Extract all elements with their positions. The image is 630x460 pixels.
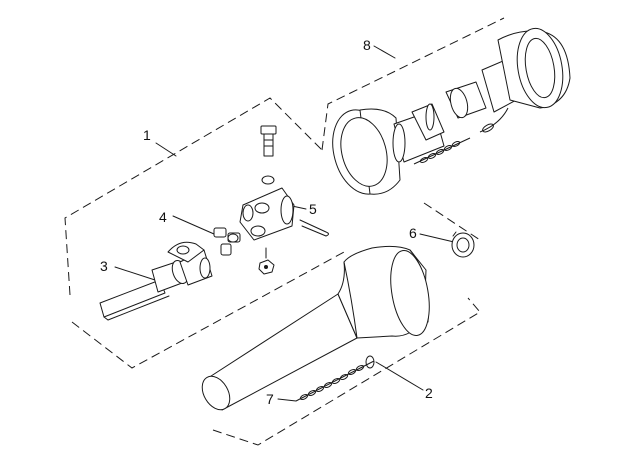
part-2-guard (201, 245, 430, 411)
group-1-boundary (64, 97, 345, 369)
chain-links (299, 364, 365, 401)
leader-lines (114, 45, 455, 402)
callout-5: 5 (309, 201, 317, 217)
callout-8: 8 (363, 37, 371, 53)
callout-labels: 1 2 3 4 5 6 7 8 (100, 37, 433, 407)
callout-7: 7 (266, 391, 274, 407)
group-2-boundary (212, 202, 481, 446)
callout-1: 1 (143, 127, 151, 143)
callout-6: 6 (409, 225, 417, 241)
part-8-inner-guard (332, 27, 571, 195)
part-3-shaft-yoke (99, 241, 213, 321)
part-4-cross-bearings (213, 227, 241, 256)
part-7-chain (295, 355, 375, 402)
callout-2: 2 (425, 385, 433, 401)
part-5-yoke-hardware (239, 125, 329, 275)
group-8-boundary (321, 17, 505, 151)
part-6-ring (451, 231, 475, 258)
callout-4: 4 (159, 209, 167, 225)
callout-3: 3 (100, 258, 108, 274)
